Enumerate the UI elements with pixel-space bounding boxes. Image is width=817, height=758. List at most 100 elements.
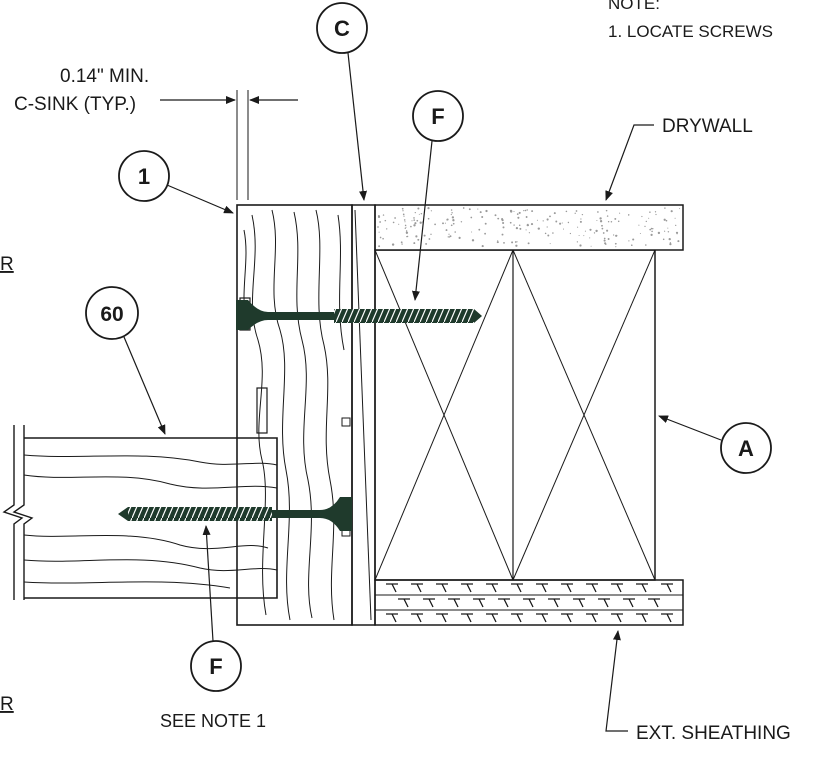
sheathing-mark <box>486 613 498 623</box>
sheathing-mark <box>636 613 648 623</box>
drywall-speckle <box>603 237 606 240</box>
drywall-speckle <box>378 231 380 233</box>
drywall-speckle <box>417 207 420 210</box>
svg-text:1: 1 <box>138 164 150 189</box>
drywall-speckle <box>662 238 665 241</box>
sheathing-mark <box>511 583 523 593</box>
svg-text:A: A <box>738 436 754 461</box>
sheathing-mark <box>561 613 573 623</box>
drywall-speckle <box>425 242 428 245</box>
drywall-speckle <box>546 226 548 228</box>
drywall-speckle <box>574 212 576 214</box>
drywall-speckle <box>413 219 416 221</box>
drywall-speckle <box>405 230 408 232</box>
sheathing-mark <box>473 598 485 608</box>
sheathing-mark <box>536 613 548 623</box>
drywall-speckle <box>614 242 617 245</box>
drywall-speckle <box>404 227 406 229</box>
drywall-speckle <box>471 231 473 233</box>
sheathing-mark <box>623 598 635 608</box>
drywall-speckle <box>676 233 678 235</box>
drywall-speckle <box>509 209 513 213</box>
drywall-speckle <box>458 236 461 239</box>
drywall-speckle <box>430 210 433 212</box>
drywall-speckle <box>444 222 446 224</box>
drywall-speckle <box>561 222 563 224</box>
sheathing-mark <box>636 583 648 593</box>
drywall-speckle <box>602 232 605 234</box>
drywall-speckle <box>674 217 676 219</box>
csink-label-line2: C-SINK (TYP.) <box>14 94 136 115</box>
drywall-speckle <box>398 223 400 225</box>
drywall-speckle <box>606 229 609 232</box>
drywall-speckle <box>377 215 381 219</box>
drywall-speckle <box>481 245 484 248</box>
sheathing-mark <box>461 583 473 593</box>
drywall-speckle <box>590 245 592 247</box>
stud-a <box>374 249 656 581</box>
exterior-sheathing-panel <box>374 579 684 626</box>
drywall-speckle <box>580 218 582 220</box>
drywall-speckle <box>384 219 387 222</box>
drywall-speckle <box>452 219 455 222</box>
drywall-speckle <box>392 221 395 224</box>
drywall-speckle <box>583 235 585 237</box>
drywall-speckle <box>420 212 423 215</box>
sheathing-mark <box>598 598 610 608</box>
drywall-speckle <box>450 209 453 211</box>
drywall-speckle <box>427 207 430 210</box>
drywall-speckle <box>405 226 407 228</box>
drywall-speckle <box>411 220 413 222</box>
member-c <box>341 204 376 626</box>
drywall-speckle <box>404 221 406 223</box>
drywall-speckle <box>593 232 596 234</box>
edge-mark-bottom: R <box>0 694 14 715</box>
drywall-speckle <box>413 242 416 245</box>
drywall-speckle <box>448 233 450 235</box>
drywall-speckle <box>428 238 431 240</box>
drywall-speckle <box>382 237 384 240</box>
drywall-speckle <box>544 232 547 235</box>
drywall-speckle <box>402 213 405 216</box>
drywall-speckle <box>549 243 551 245</box>
drywall-speckle <box>639 232 641 235</box>
drywall-speckle <box>460 221 463 223</box>
drywall-speckle <box>606 215 609 217</box>
csink-dimension <box>160 90 298 200</box>
drywall-speckle <box>511 241 514 244</box>
drywall-label: DRYWALL <box>662 116 753 137</box>
svg-text:F: F <box>431 104 444 129</box>
sheathing-mark <box>436 613 448 623</box>
drywall-speckle <box>378 245 381 248</box>
drywall-speckle <box>663 218 666 221</box>
drywall-speckle <box>496 241 499 244</box>
drywall-speckle <box>565 210 568 213</box>
drywall-speckle <box>648 217 650 219</box>
drywall-speckle <box>628 240 630 242</box>
drywall-speckle <box>638 224 640 226</box>
drywall-speckle <box>675 224 677 227</box>
drywall-speckle <box>664 230 666 232</box>
drywall-speckle <box>509 221 512 224</box>
drywall-speckle <box>379 236 382 239</box>
drywall-speckle <box>406 235 409 238</box>
drywall-speckle <box>542 220 544 222</box>
drywall-speckle <box>503 242 505 244</box>
drywall-speckle <box>402 210 404 212</box>
drywall-speckle <box>655 213 657 216</box>
drywall-speckle <box>607 220 610 223</box>
drywall-speckle <box>669 242 672 244</box>
drywall-speckle <box>413 217 415 219</box>
drywall-speckle <box>405 231 409 234</box>
drywall-speckle <box>524 209 527 212</box>
sheathing-mark <box>423 598 435 608</box>
drywall-speckle <box>641 215 643 218</box>
drywall-speckle <box>519 227 522 230</box>
svg-text:C: C <box>334 16 350 41</box>
drywall-speckle <box>481 215 484 219</box>
drywall-speckle <box>559 222 562 225</box>
drywall-speckle <box>400 241 403 244</box>
drywall-speckle <box>403 219 406 221</box>
drywall-speckle <box>501 233 504 236</box>
